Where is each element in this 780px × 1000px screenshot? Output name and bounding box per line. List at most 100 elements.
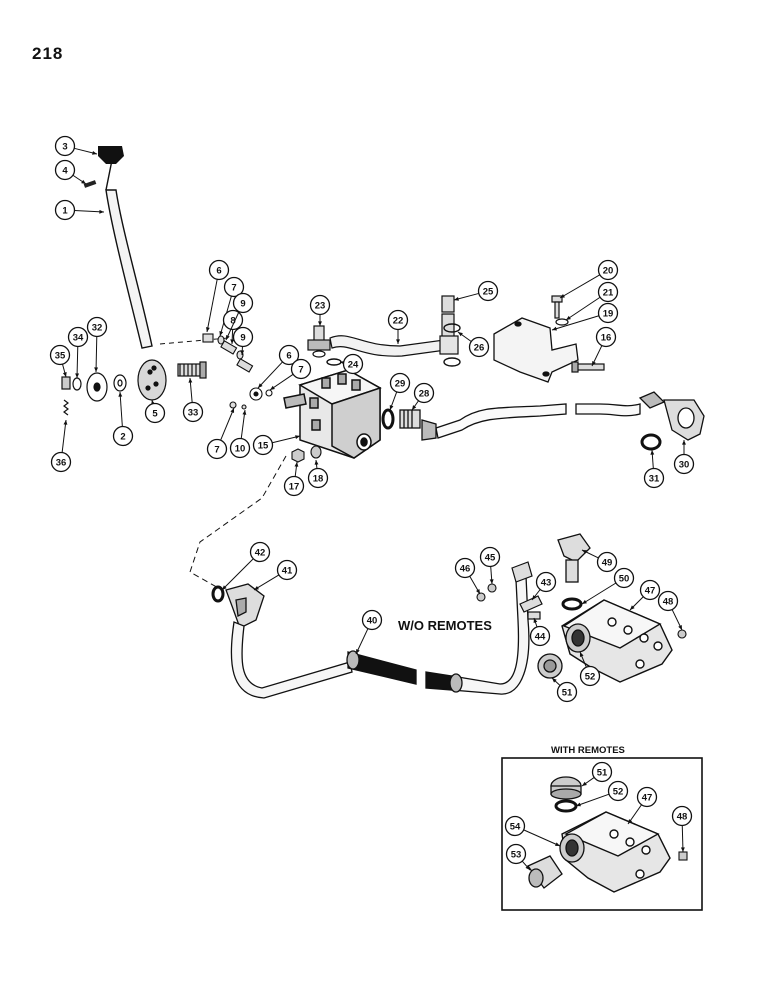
callout-label: 29 (395, 378, 406, 389)
callout-c29: 29 (389, 372, 411, 411)
callout-label: 49 (602, 557, 613, 568)
callout-circle (54, 159, 76, 181)
pressure-tube (421, 403, 641, 441)
inset-manifold-47 (561, 811, 671, 893)
callout-circle (86, 316, 108, 338)
callout-label: 45 (485, 552, 496, 563)
callout-circle (387, 309, 409, 331)
callout-leader (559, 274, 601, 299)
nut-35 (61, 376, 71, 390)
callout-leader (76, 346, 79, 379)
callout-arrowhead (566, 315, 571, 320)
callout-circle (639, 579, 661, 601)
callout-c2: 2 (112, 391, 134, 447)
linkage-small-parts (202, 333, 273, 410)
callout-label: 2 (120, 431, 125, 442)
callout-label: 46 (460, 563, 471, 574)
inset-plug-51 (550, 776, 582, 800)
callout-label: 18 (313, 473, 324, 484)
callout-label: 6 (216, 265, 221, 276)
o-ring-50 (561, 597, 583, 611)
callout-arrowhead (356, 649, 360, 654)
callout-c48: 48 (657, 590, 683, 631)
callout-c6b: 6 (257, 344, 300, 389)
callout-circle (67, 326, 89, 348)
callout-label: 3 (62, 141, 67, 152)
callout-c7a: 7 (219, 276, 245, 337)
callout-circle (249, 541, 271, 563)
callout-circle (597, 302, 619, 324)
callout-leader (355, 628, 369, 655)
callout-label: 52 (613, 786, 624, 797)
fitting-top-return (511, 561, 533, 583)
callout-label: 23 (315, 300, 326, 311)
callout-label: 47 (642, 792, 653, 803)
callout-c4: 4 (54, 159, 87, 185)
callout-circle (229, 437, 251, 459)
callout-arrowhead (226, 335, 230, 340)
callout-leader (220, 407, 235, 441)
nut-45 (487, 583, 497, 593)
callout-arrowhead (555, 842, 560, 846)
callout-arrowhead (205, 327, 210, 332)
callout-c32: 32 (86, 316, 108, 373)
bolt-16 (571, 361, 605, 373)
callout-label: 24 (348, 359, 359, 370)
callout-arrowhead (576, 802, 581, 807)
callout-c34: 34 (67, 326, 89, 379)
callout-arrowhead (240, 350, 245, 355)
callout-arrowhead (628, 819, 633, 824)
callout-label: 48 (677, 811, 688, 822)
callout-label: 15 (258, 440, 269, 451)
callout-circle (579, 665, 601, 687)
callout-c6a: 6 (205, 259, 230, 333)
callout-circle (556, 681, 578, 703)
callout-leader (74, 209, 105, 213)
callout-c9b: 9 (232, 326, 254, 356)
callout-c43: 43 (531, 571, 557, 601)
callout-arrowhead (258, 383, 263, 388)
callout-label: 7 (231, 282, 236, 293)
control-lever (105, 159, 153, 349)
callout-circle (206, 438, 228, 460)
callout-label: 47 (645, 585, 656, 596)
callout-circle (307, 467, 329, 489)
callout-label: 42 (255, 547, 266, 558)
callout-c25: 25 (453, 280, 499, 302)
callout-circle (309, 294, 331, 316)
callout-label: 5 (152, 408, 158, 419)
callout-c41: 41 (253, 559, 298, 591)
callout-arrowhead (458, 332, 463, 337)
callout-c47: 47 (629, 579, 661, 611)
callout-label: 28 (419, 388, 430, 399)
callout-c44: 44 (529, 617, 551, 647)
spring-36 (63, 399, 69, 416)
hose-40 (230, 575, 530, 699)
callout-c15: 15 (252, 434, 301, 456)
callout-c1: 1 (54, 199, 105, 221)
callout-c46: 46 (454, 557, 481, 595)
callout-circle (657, 590, 679, 612)
inset-nut-48 (678, 851, 688, 861)
callout-leader (61, 419, 67, 453)
callout-c45: 45 (479, 546, 501, 585)
callout-arrowhead (294, 462, 299, 467)
callout-label: 31 (649, 473, 660, 484)
callout-c18: 18 (307, 459, 329, 489)
callout-c21: 21 (565, 281, 619, 321)
callout-leader (565, 296, 601, 321)
callout-circle (643, 467, 665, 489)
elbow-41 (225, 583, 265, 629)
callout-circle (591, 761, 613, 783)
callout-leader (240, 409, 246, 439)
washer-21 (555, 318, 569, 326)
callout-label: 40 (367, 615, 378, 626)
relief-fitting-23 (307, 325, 331, 358)
callout-circle (49, 344, 71, 366)
callout-label: 19 (603, 308, 614, 319)
manifold-47 (561, 599, 673, 683)
callout-label: 51 (562, 687, 573, 698)
callout-leader (272, 435, 301, 444)
callout-label: 52 (585, 671, 596, 682)
